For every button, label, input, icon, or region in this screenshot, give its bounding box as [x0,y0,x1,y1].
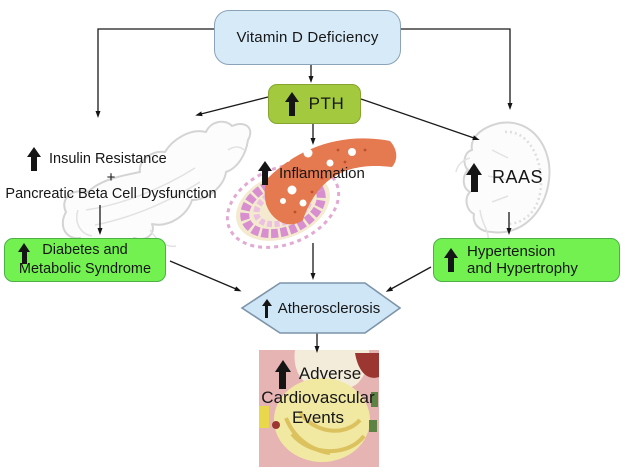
node-pth: PTH [268,84,361,124]
increase-arrow-icon [274,359,291,389]
arrow-pth-to-pancreas [195,96,269,117]
heart-illustration [259,350,379,467]
node-atherosclerosis: Atherosclerosis [242,283,400,333]
increase-arrow-icon [284,92,299,116]
increase-arrow-icon [261,298,272,318]
increase-arrow-icon [444,248,458,272]
arrow-vitd-to-pancreas [95,28,214,118]
arrow-diabetes-to-athero [169,260,242,292]
increase-arrow-icon [18,243,30,264]
inflammation-label: Inflammation [279,164,365,182]
label-adverse-cardiovascular-events: Adverse Cardiovascular Events [252,359,384,428]
artery-illustration [225,138,397,249]
insulin-resistance-label: Insulin Resistance [49,151,167,167]
raas-label: RAAS [492,166,544,187]
node-label: Vitamin D Deficiency [236,29,379,46]
increase-arrow-icon [466,162,482,192]
kidney-illustration [455,121,551,245]
adverse-label-line1: Adverse [298,364,362,383]
arrow-vitd-to-kidney [401,28,513,110]
arrow-pth-to-raas [360,98,480,141]
beta-cell-dysfunction-label: Pancreatic Beta Cell Dysfunction [5,186,217,202]
atherosclerosis-hexagon [240,282,402,334]
node-hypertension-hypertrophy: Hypertension and Hypertrophy [433,238,620,282]
node-diabetes-metabolic-syndrome: Diabetes and Metabolic Syndrome [4,238,166,282]
pancreas-illustration [61,120,252,248]
plus-operator: + [106,169,116,186]
increase-arrow-icon [258,161,272,185]
node-label-line2: and Hypertrophy [467,260,578,277]
label-inflammation: Inflammation [258,158,365,188]
node-label-line1: Hypertension [467,242,556,260]
label-raas: RAAS [466,160,543,194]
node-label: PTH [308,94,345,113]
connector-arrows [95,28,513,353]
node-vitamin-d-deficiency: Vitamin D Deficiency [214,10,401,65]
node-label-line2: Metabolic Syndrome [18,261,152,277]
atherosclerosis-label: Atherosclerosis [277,299,381,317]
adverse-label-line2: Cardiovascular [261,388,375,407]
node-label-line1: Diabetes and [42,242,128,258]
arrow-hypertension-to-athero [385,266,432,292]
adverse-label-line3: Events [292,408,344,427]
label-insulin-resistance-block: Insulin Resistance + Pancreatic Beta Cel… [0,147,222,202]
increase-arrow-icon [27,147,41,171]
